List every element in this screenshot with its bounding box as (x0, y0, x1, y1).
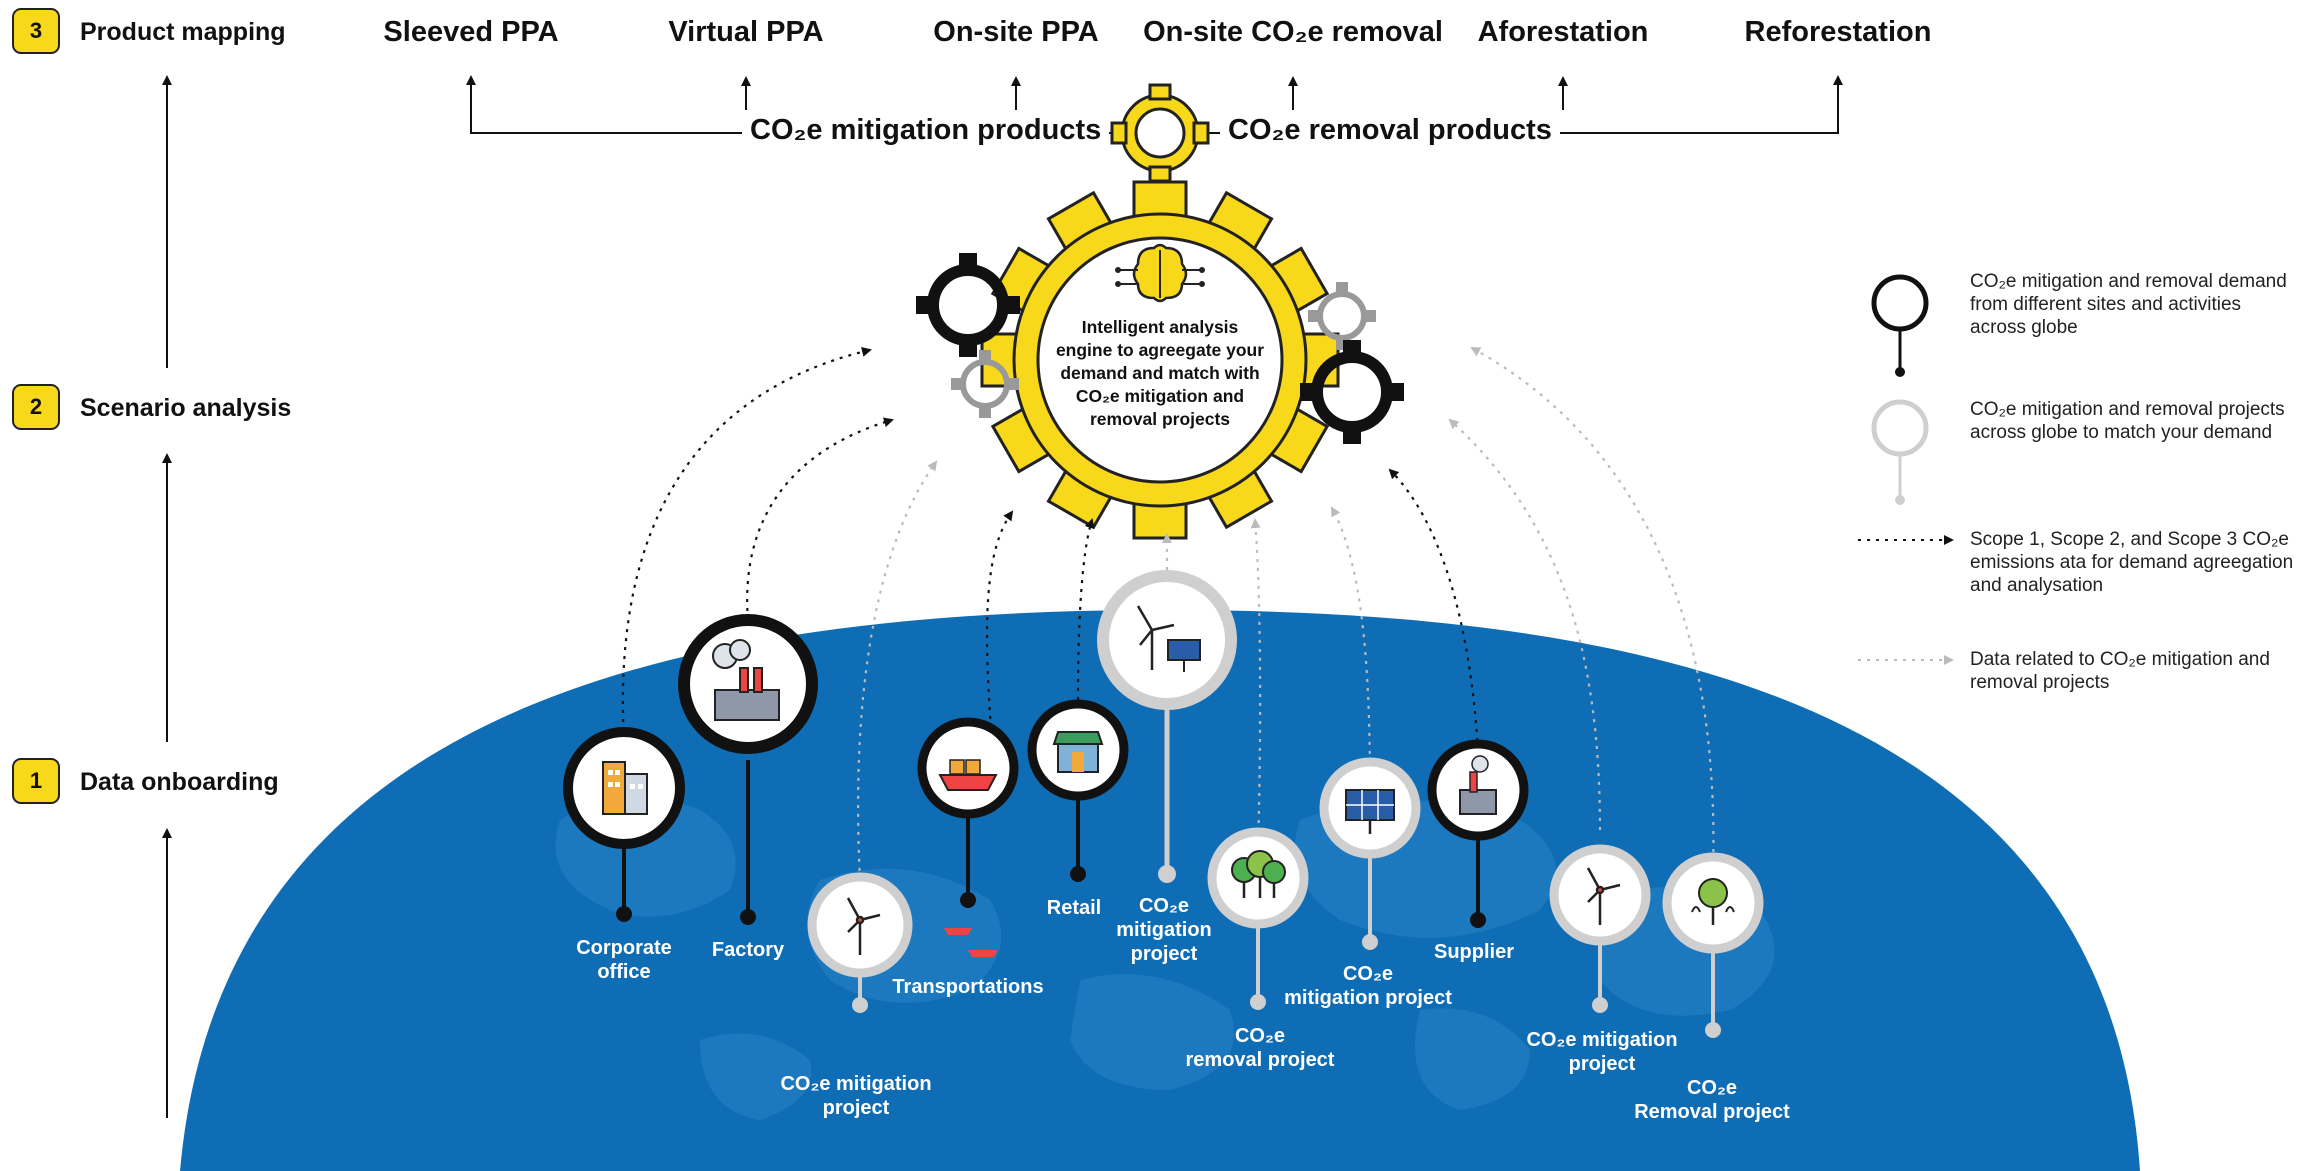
step-badge-1: 1 (12, 758, 60, 804)
pin-removal-project-2 (1662, 852, 1764, 1038)
legend-black-pin-icon (1871, 274, 1929, 377)
product-aforestation: Aforestation (1477, 16, 1649, 48)
product-virtual-ppa: Virtual PPA (668, 16, 824, 48)
wind-turbine-icon (846, 897, 881, 955)
engine-description: Intelligent analysis engine to agreegate… (1055, 317, 1265, 429)
black-gear-right (1300, 340, 1404, 444)
pin-mitigation-project-4 (1549, 844, 1651, 1013)
engine-gear (980, 180, 1340, 540)
label-supplier: Supplier (1433, 941, 1515, 963)
label-factory: Factory (711, 939, 785, 961)
step-badge-3: 3 (12, 8, 60, 54)
brain-chip-icon (1115, 243, 1205, 303)
step-label-scenario-analysis: Scenario analysis (80, 394, 292, 422)
wind-turbine-icon (1586, 867, 1621, 925)
product-sleeved-ppa: Sleeved PPA (383, 16, 559, 48)
supplier-factory-icon (1459, 755, 1497, 815)
solar-panel-icon (1345, 789, 1395, 834)
cargo-ship-icon (938, 759, 998, 791)
step-label-data-onboarding: Data onboarding (80, 768, 279, 796)
pin-retail (1027, 699, 1129, 882)
small-ships-icon (944, 928, 998, 957)
legend-grey-pin-icon (1871, 399, 1929, 505)
legend-text-demand: CO₂e mitigation and removal demand from … (1970, 271, 2287, 338)
step-label-product-mapping: Product mapping (80, 18, 286, 46)
legend-text-scope-emissions: Scope 1, Scope 2, and Scope 3 CO₂e emiss… (1970, 529, 2294, 596)
pin-mitigation-project-1 (807, 872, 913, 1013)
trees-icon (1231, 850, 1286, 898)
small-yellow-gear (1110, 83, 1210, 183)
label-retail: Retail (1046, 897, 1102, 919)
pin-removal-project-1 (1207, 827, 1309, 1010)
pin-factory (678, 614, 818, 925)
group-removal-products: CO₂e removal products (1220, 114, 1560, 147)
group-mitigation-products: CO₂e mitigation products (742, 114, 1110, 147)
pin-mitigation-project-2 (1097, 570, 1237, 883)
product-reforestation: Reforestation (1744, 16, 1932, 48)
pin-mitigation-project-3 (1319, 757, 1421, 950)
pin-supplier (1427, 739, 1529, 928)
pin-corporate-office (563, 727, 685, 922)
product-onsite-ppa: On-site PPA (933, 16, 1099, 48)
retail-store-icon (1052, 731, 1104, 773)
label-transportations: Transportations (892, 976, 1044, 998)
project-data-arrows (857, 347, 1715, 881)
legend-text-projects: CO₂e mitigation and removal projects acr… (1970, 399, 2285, 443)
product-onsite-co2e-removal: On-site CO₂e removal (1143, 16, 1443, 48)
sapling-icon (1691, 878, 1735, 925)
office-building-icon (602, 761, 648, 815)
pin-transportations (917, 717, 1019, 957)
demand-data-arrows (621, 346, 1480, 756)
black-gear-left (916, 253, 1020, 357)
grey-gear-right (1308, 282, 1376, 350)
grey-gear-left (951, 350, 1019, 418)
wind-solar-icon (1136, 605, 1201, 672)
legend-text-project-data: Data related to CO₂e mitigation and remo… (1970, 649, 2270, 693)
factory-icon (712, 639, 780, 721)
step-badge-2: 2 (12, 384, 60, 430)
